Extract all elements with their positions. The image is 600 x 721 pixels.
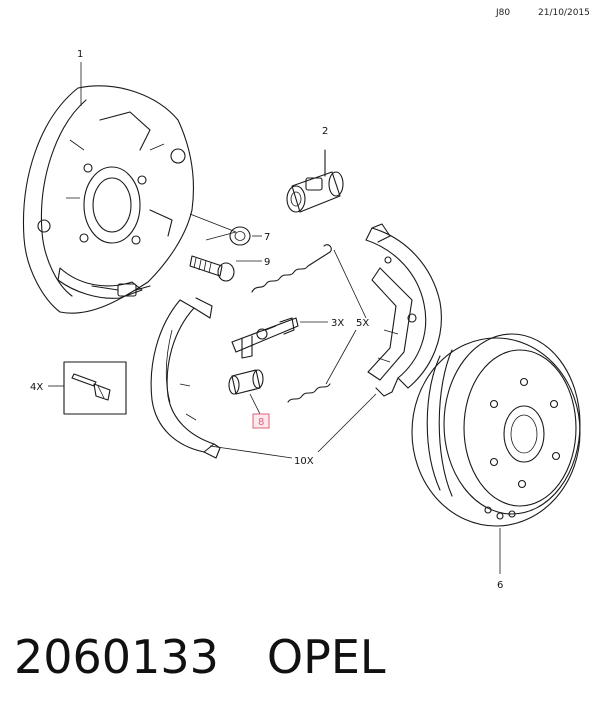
backing-plate[interactable]: [22, 85, 194, 314]
callout-8: 8: [258, 417, 264, 428]
callout-1: 1: [77, 49, 83, 60]
callout-6: 6: [497, 580, 503, 591]
adjuster-sleeve[interactable]: [228, 369, 264, 395]
brand-name: OPEL: [266, 630, 386, 684]
return-spring-lower[interactable]: [287, 383, 331, 403]
wheel-cylinder[interactable]: [286, 149, 344, 213]
exploded-brake-diagram: 1 2 7 9 5X 3X: [22, 49, 581, 591]
return-spring-upper[interactable]: [251, 244, 332, 293]
callout-3: 3X: [331, 318, 344, 329]
callout-5: 5X: [356, 318, 369, 329]
footer-caption: 2060133 OPEL: [14, 630, 386, 690]
bleed-screw[interactable]: [189, 255, 235, 282]
leader-5: [325, 249, 367, 385]
callout-7: 7: [264, 232, 270, 243]
callout-2: 2: [322, 126, 328, 137]
adjuster-assembly[interactable]: [231, 317, 299, 359]
callout-10: 10X: [294, 456, 314, 467]
highlight-box: [252, 413, 270, 429]
brake-shoe-left[interactable]: [150, 297, 221, 459]
callout-9: 9: [264, 257, 270, 268]
callout-4: 4X: [30, 382, 43, 393]
brake-drum[interactable]: [411, 333, 581, 527]
grommet-seal[interactable]: [229, 226, 251, 246]
leader-plate-7: [189, 213, 237, 241]
diagram-code: J80: [496, 8, 511, 18]
diagram-date: 21/10/2015: [538, 8, 590, 18]
brake-shoe-right[interactable]: [365, 223, 442, 397]
hold-down-kit[interactable]: [63, 361, 127, 415]
leader-8: [249, 393, 261, 415]
part-number: 2060133: [14, 630, 219, 684]
leader-10: [209, 393, 377, 459]
